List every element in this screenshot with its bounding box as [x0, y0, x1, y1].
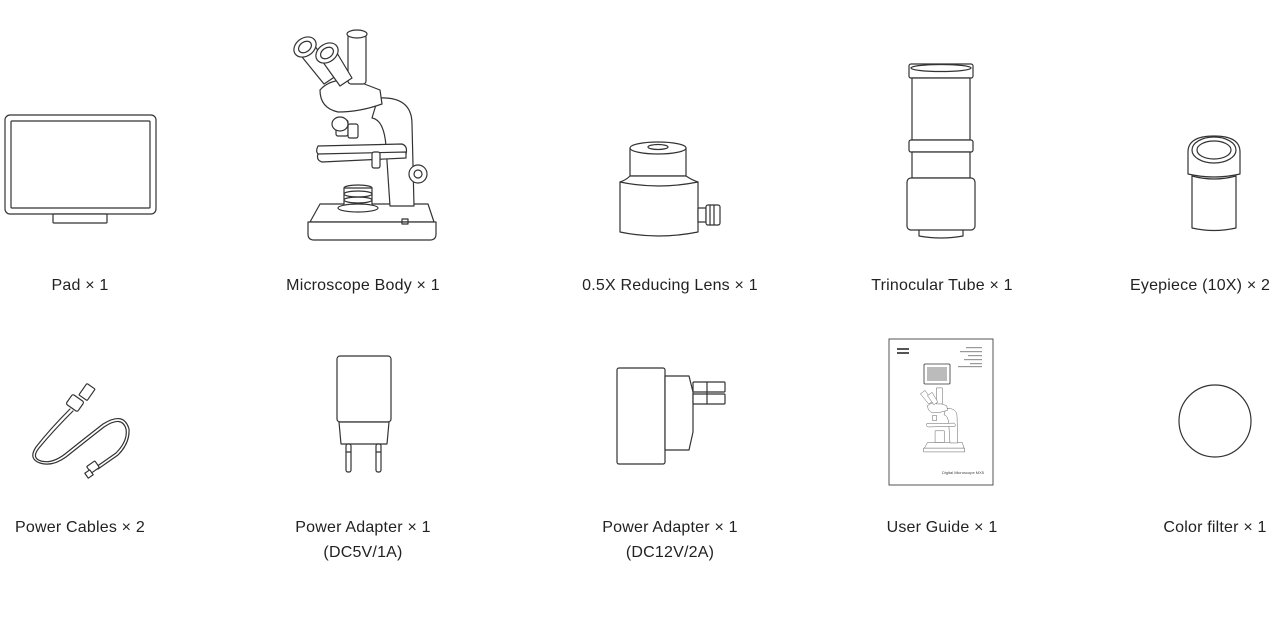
- item-caption-power-cables: Power Cables × 2: [15, 519, 145, 536]
- user-guide-cover-title: Digital Microscope MX5: [942, 470, 985, 475]
- color-filter-icon: [1178, 384, 1254, 460]
- microscope-icon: [290, 28, 440, 244]
- item-caption-eyepiece: Eyepiece (10X) × 2: [1130, 277, 1271, 294]
- trinocular-tube-icon: [905, 62, 977, 240]
- user-guide-booklet-icon: Digital Microscope MX5: [888, 338, 996, 488]
- item-caption-color-filter: Color filter × 1: [1163, 519, 1267, 536]
- item-caption-trinocular-tube: Trinocular Tube × 1: [871, 277, 1013, 294]
- item-caption-user-guide: User Guide × 1: [886, 519, 998, 536]
- tablet-pad-icon: [4, 114, 158, 226]
- eyepiece-icon: [1186, 134, 1244, 234]
- reducing-lens-icon: [618, 140, 726, 240]
- usb-cable-icon: [30, 383, 130, 481]
- power-adapter-12v-icon: [615, 366, 729, 466]
- item-caption-power-adapter-12v: Power Adapter × 1 (DC12V/2A): [602, 519, 738, 561]
- item-caption-pad: Pad × 1: [51, 277, 109, 294]
- item-caption-microscope-body: Microscope Body × 1: [286, 277, 440, 294]
- item-caption-reducing-lens: 0.5X Reducing Lens × 1: [582, 277, 758, 294]
- item-caption-power-adapter-5v: Power Adapter × 1 (DC5V/1A): [295, 519, 431, 561]
- power-adapter-5v-icon: [335, 354, 395, 476]
